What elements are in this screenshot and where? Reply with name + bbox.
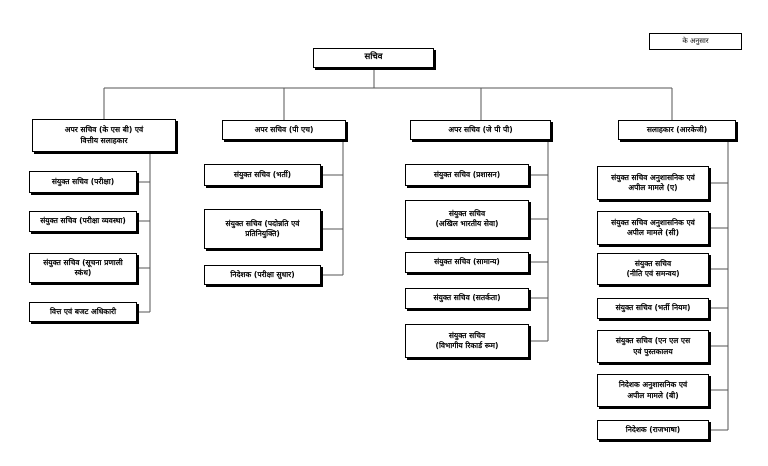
- column-3-item-5: संयुक्त सचिव (विभागीय रिकार्ड रूम): [405, 324, 529, 358]
- column-3-item-1: संयुक्त सचिव (प्रशासन): [405, 164, 529, 186]
- column-head-2: अपर सचिव (पी एच): [222, 120, 346, 140]
- column-head-4: सलाहकार (आरकेजी): [618, 120, 736, 140]
- column-4-item-7: निदेशक (राजभाषा): [597, 420, 709, 440]
- column-head-3: अपर सचिव (जे पी पी): [410, 120, 551, 140]
- column-3-item-3: संयुक्त सचिव (सामान्य): [405, 252, 529, 273]
- root-box-secretary: सचिव: [313, 48, 434, 68]
- column-3-item-4: संयुक्त सचिव (सतर्कता): [405, 288, 529, 309]
- column-4-item-4: संयुक्त सचिव (भर्ती नियम): [597, 298, 709, 319]
- column-4-item-3: संयुक्त सचिव (नीति एवं समन्वय): [597, 253, 709, 285]
- column-1-item-4: वित्त एवं बजट अधिकारी: [29, 302, 137, 322]
- column-2-item-1: संयुक्त सचिव (भर्ती): [204, 164, 321, 186]
- column-4-item-6: निदेशक अनुशासनिक एवं अपील मामले (बी): [597, 374, 709, 407]
- column-1-item-3: संयुक्त सचिव (सूचना प्रणाली स्कंध): [29, 253, 137, 283]
- column-2-item-3: निदेशक (परीक्षा सुधार): [204, 265, 321, 285]
- column-4-item-1: संयुक्त सचिव अनुशासनिक एवं अपील मामले (ए…: [597, 166, 709, 200]
- column-1-item-1: संयुक्त सचिव (परीक्षा): [29, 171, 137, 193]
- column-1-item-2: संयुक्त सचिव (परीक्षा व्यवस्था): [29, 211, 137, 232]
- column-head-1: अपर सचिव (के एस बी) एवं वित्तीय सलाहकार: [32, 119, 176, 152]
- column-2-item-2: संयुक्त सचिव (पदोन्नति एवं प्रतिनियुक्ति…: [204, 209, 321, 249]
- column-4-item-2: संयुक्त सचिव अनुशासनिक एवं अपील मामले (स…: [597, 211, 709, 245]
- column-4-item-5: संयुक्त सचिव (एन एल एस एवं पुस्तकालय: [597, 330, 709, 363]
- note-box: के अनुसार: [649, 33, 742, 50]
- column-3-item-2: संयुक्त सचिव (अखिल भारतीय सेवा): [405, 200, 529, 238]
